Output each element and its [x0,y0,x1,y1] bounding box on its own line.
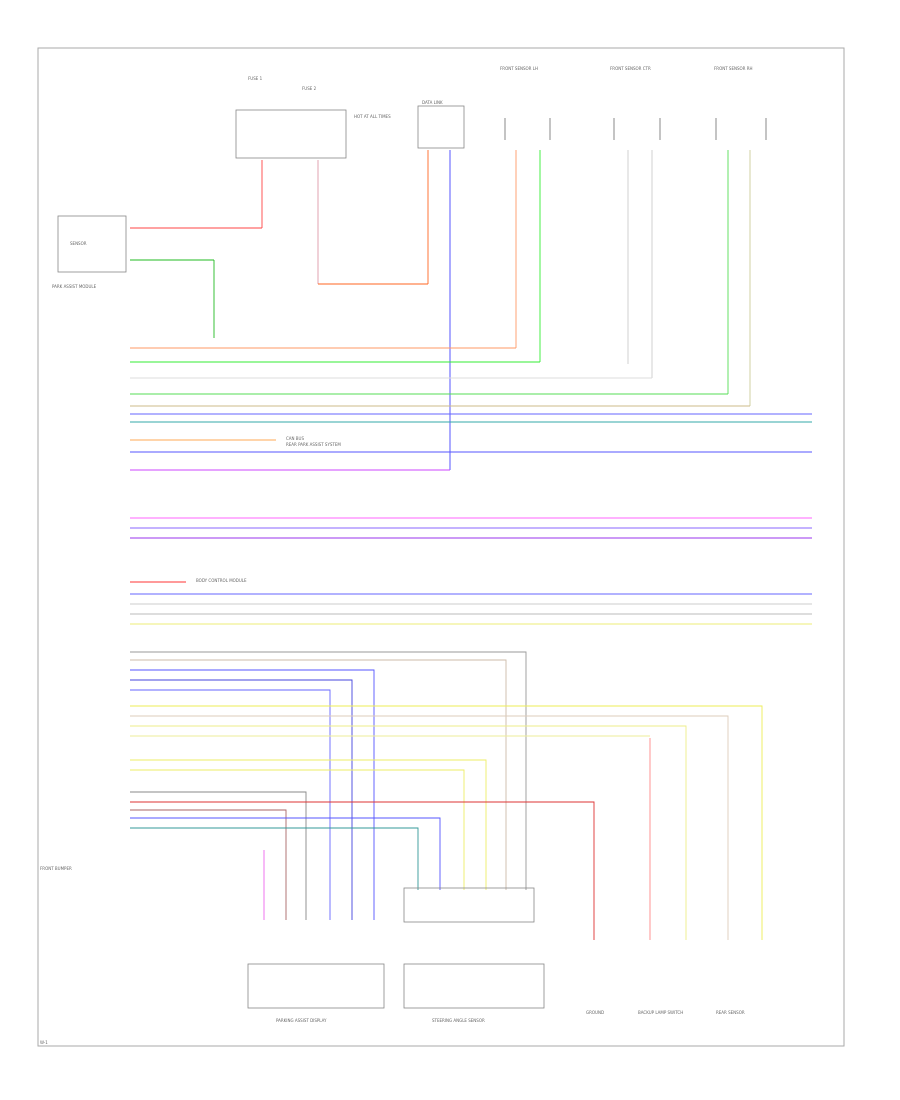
page-ref: W-1 [40,1040,48,1045]
steering-angle-box2[interactable] [403,963,545,1009]
left-sensor-label: SENSOR [70,241,87,246]
module-label: PARK ASSIST MODULE [52,284,97,289]
parking-assist-display-label: PARKING ASSIST DISPLAY [276,1018,327,1023]
wire-l-yellow4[interactable] [130,759,487,890]
wire-l-yellow5[interactable] [130,769,465,890]
fuse-box[interactable] [235,109,347,159]
wire-l-grey2[interactable] [130,791,307,920]
ground-label: GROUND [586,1010,604,1015]
fuse-right-label: FUSE 2 [302,86,317,91]
left-sensor-box[interactable] [57,215,127,273]
top-connector-lh-label: FRONT SENSOR LH [500,66,538,71]
wire-l-brown[interactable] [130,809,287,920]
wire-l-grey[interactable] [130,651,527,890]
rear-sensor-label: REAR SENSOR [716,1010,745,1015]
wire-l-tan2[interactable] [130,715,729,940]
top-connector-rh[interactable]: FRONT SENSOR RH [714,66,767,140]
top-connector-rh-label: FRONT SENSOR RH [714,66,753,71]
top-connector-ctr-label: FRONT SENSOR CTR [610,66,651,71]
top-connector-ctr[interactable]: FRONT SENSOR CTR [610,66,661,140]
wire-l-blue2[interactable] [130,679,353,920]
wire-l-red[interactable] [130,801,595,940]
wire-l-tan[interactable] [130,659,507,890]
wire-l-blue3[interactable] [130,689,331,920]
fuse-note: HOT AT ALL TIMES [354,114,391,119]
data-link-box[interactable] [417,105,465,149]
wire-l-blue4[interactable] [130,817,441,890]
wire-l-teal[interactable] [130,827,419,890]
steering-angle-label: STEERING ANGLE SENSOR [432,1018,485,1023]
annotation-rear-park: REAR PARK ASSIST SYSTEM [286,442,341,447]
annotation-bcm: BODY CONTROL MODULE [196,578,247,583]
wire-l-yellow2[interactable] [130,725,687,940]
sensor-top-label: FRONT BUMPER [40,866,72,871]
data-link-label: DATA LINK [422,100,443,105]
annotation-can-bus: CAN BUS [286,436,304,441]
fuse-left-label: FUSE 1 [248,76,263,81]
backup-lamp-label: BACKUP LAMP SWITCH [638,1010,683,1015]
steering-angle-box[interactable] [403,887,535,923]
top-connector-lh[interactable]: FRONT SENSOR LH [500,66,551,140]
wire-l-blue1[interactable] [130,669,375,920]
parking-assist-display-box[interactable] [247,963,385,1009]
wire-l-yellow1[interactable] [130,705,763,940]
diagram-frame [37,47,845,1047]
